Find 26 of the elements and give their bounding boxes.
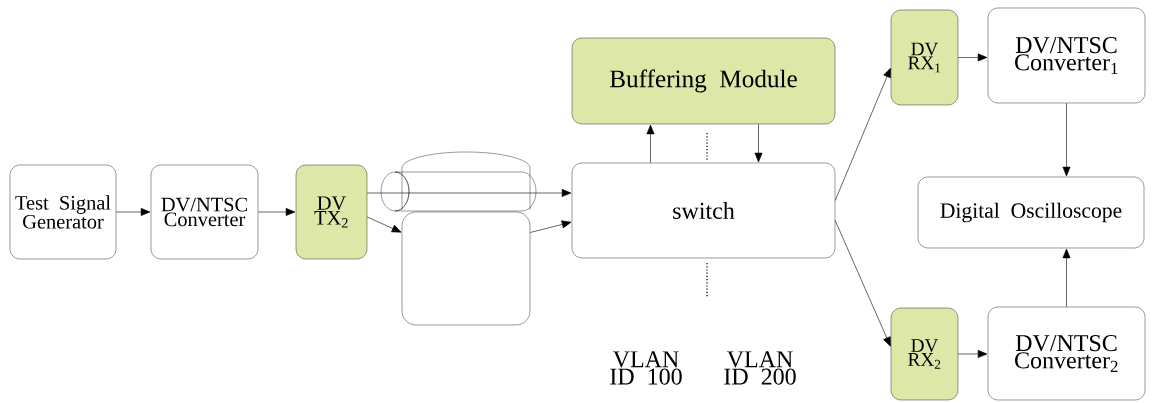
arrow: [1062, 102, 1071, 177]
arrow: [366, 216, 402, 233]
process-box: DV TX$_{2}$: [295, 164, 368, 260]
arrow: [115, 208, 151, 216]
vlan-label: VLAN ID 100: [610, 351, 682, 385]
vlan-label: VLAN ID 200: [724, 351, 796, 385]
arrow: [366, 189, 572, 197]
process-box: DV RX$_{1}$: [890, 9, 959, 106]
process-box: Buffering Module: [571, 37, 836, 125]
arrow: [957, 350, 988, 358]
process-box: Digital Oscilloscope: [917, 176, 1145, 249]
process-box: DV RX$_{2}$: [890, 307, 959, 401]
arrow: [1062, 248, 1071, 308]
process-box: DV/NTSC Converter$_{2}$: [987, 306, 1146, 401]
process-box: DV/NTSC Converter: [150, 164, 259, 260]
arrow: [754, 123, 763, 163]
arrow: [834, 220, 891, 347]
arrow: [257, 208, 296, 216]
emulator-box: [401, 211, 531, 326]
arrow: [646, 124, 655, 164]
arrow: [957, 53, 988, 62]
switch-box: switch: [571, 162, 836, 259]
arrow: [834, 67, 891, 201]
process-box: Test Signal Generator: [9, 164, 117, 260]
arrow: [529, 220, 572, 233]
process-box: DV/NTSC Converter$_{1}$: [987, 7, 1146, 104]
